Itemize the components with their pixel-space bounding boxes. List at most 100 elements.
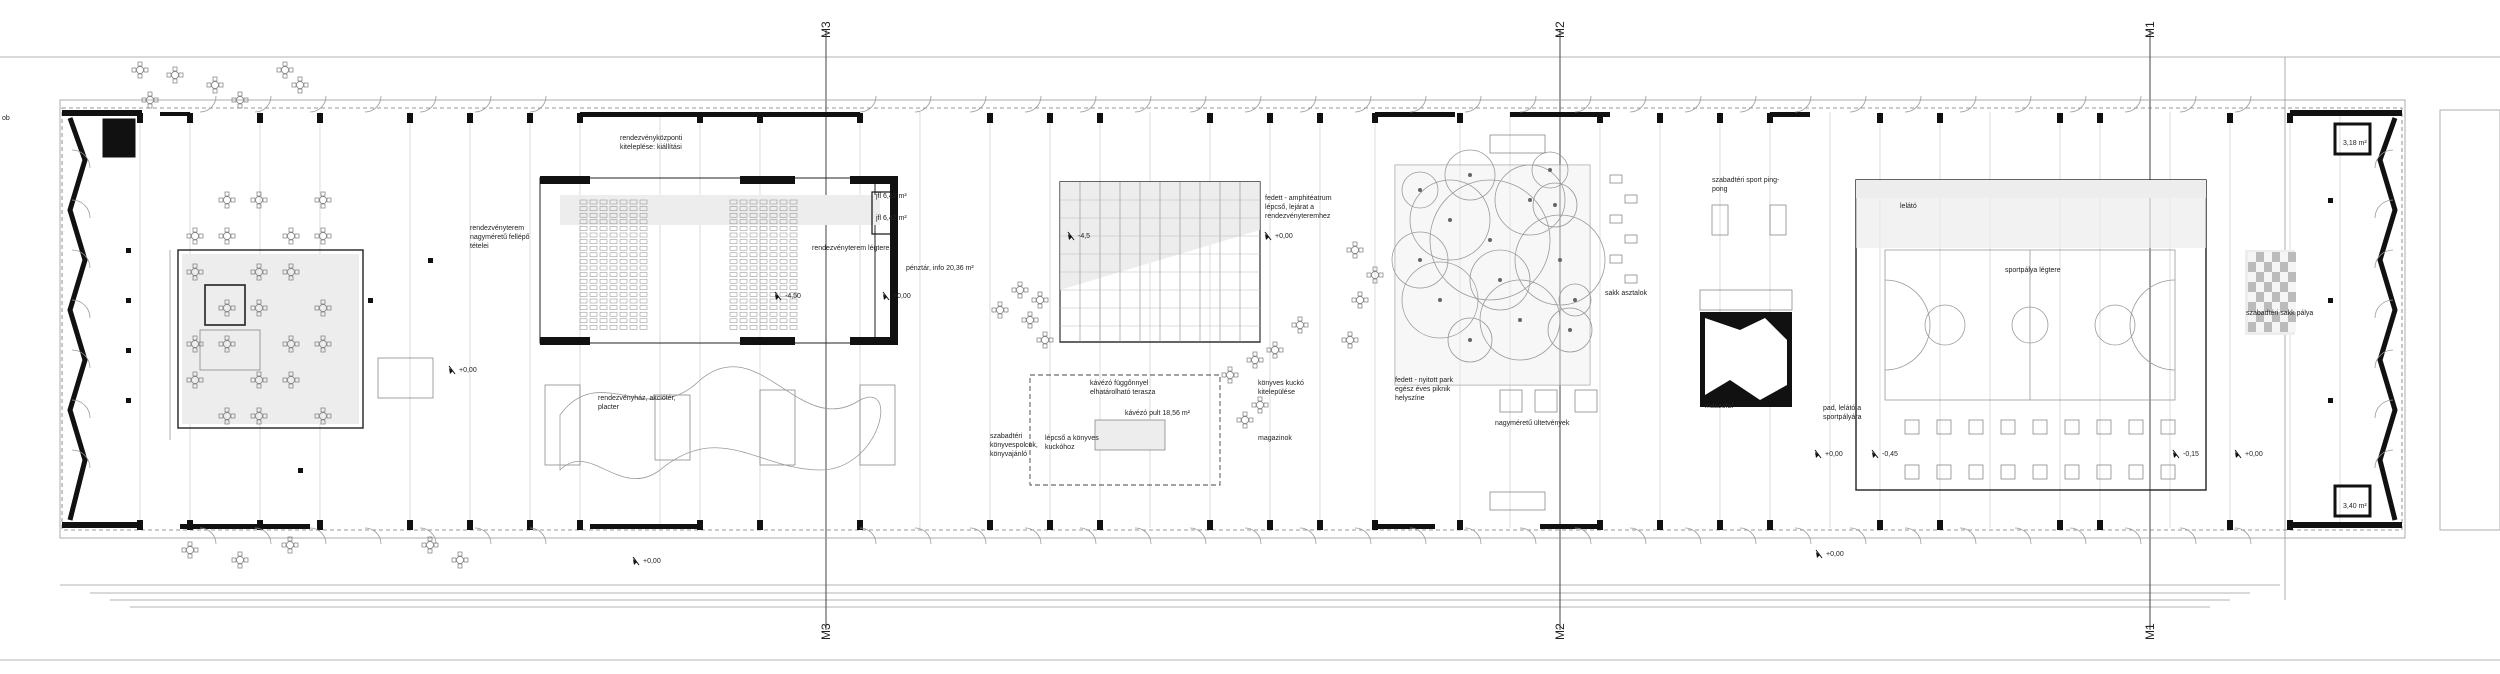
seat: [739, 292, 748, 297]
column-post: [2227, 520, 2233, 530]
table-set: [291, 76, 309, 94]
seat: [599, 278, 608, 284]
seat: [629, 318, 638, 324]
chess-square: [2256, 272, 2264, 282]
seat: [759, 278, 768, 284]
seat: [589, 245, 598, 251]
seat: [759, 245, 768, 251]
column-post: [2057, 520, 2063, 530]
tree-canopy: [1531, 151, 1569, 189]
seat: [729, 226, 738, 231]
chess-table: [1609, 214, 1623, 224]
table-set: [281, 536, 299, 554]
seat: [619, 318, 628, 324]
seat: [739, 206, 748, 211]
chess-table: [1609, 174, 1623, 184]
chess-square: [2280, 272, 2288, 282]
seat: [789, 278, 798, 284]
seat: [769, 311, 778, 317]
door-swing: [364, 95, 382, 113]
column-post: [987, 113, 993, 123]
seat: [609, 305, 618, 310]
table-set: [314, 227, 332, 245]
door-swing: [1904, 95, 1922, 113]
seat: [609, 239, 618, 244]
label-ticket-info: pénztár, info 20,36 m²: [906, 265, 974, 272]
column-post: [697, 113, 703, 123]
seat: [639, 245, 648, 251]
seat: [769, 199, 778, 205]
bench: [2096, 419, 2112, 435]
table-set: [250, 299, 268, 317]
label-event-small-1: jfl 6,42 m²: [875, 193, 907, 200]
seat: [779, 298, 788, 304]
chess-square: [2248, 322, 2256, 332]
seat: [579, 239, 588, 244]
seat: [729, 259, 738, 264]
seat: [599, 219, 608, 225]
seat: [629, 325, 638, 330]
seat: [739, 285, 748, 291]
label-large-trees: nagyméretű ültetvények: [1495, 420, 1570, 427]
column-post: [1317, 520, 1323, 530]
column-post: [1597, 520, 1603, 530]
seat: [779, 278, 788, 284]
seat: [609, 325, 618, 330]
svg-text:-0,15: -0,15: [2183, 451, 2199, 458]
table-set: [1351, 291, 1369, 309]
chess-square: [2272, 292, 2280, 302]
door-swing: [2374, 449, 2394, 469]
tree-trunk: [1573, 298, 1577, 302]
seat: [599, 239, 608, 244]
seat: [639, 285, 648, 291]
seat: [749, 259, 758, 264]
seat: [789, 206, 798, 211]
chess-square: [2264, 282, 2272, 292]
seat: [579, 199, 588, 205]
seat: [769, 239, 778, 244]
door-swing: [1024, 527, 1042, 545]
table-set: [186, 335, 204, 353]
seat: [609, 252, 618, 258]
svg-text:+0,00: +0,00: [1825, 451, 1843, 458]
column-post: [407, 520, 413, 530]
tree-canopy: [1494, 164, 1566, 236]
chess-square: [2272, 322, 2280, 332]
seat: [759, 285, 768, 291]
seat: [619, 325, 628, 330]
seat: [759, 219, 768, 225]
bench: [2064, 419, 2080, 435]
chess-square: [2280, 322, 2288, 332]
axis-label-m1-top: M1: [2143, 21, 2157, 38]
door-swing: [2014, 527, 2032, 545]
seat: [789, 199, 798, 205]
table-set: [250, 263, 268, 281]
door-swing: [1629, 527, 1647, 545]
chess-square: [2256, 312, 2264, 322]
seat: [589, 298, 598, 304]
door-swing: [474, 95, 492, 113]
column-post: [1267, 520, 1273, 530]
seat: [589, 239, 598, 244]
seat: [759, 305, 768, 310]
seat: [629, 259, 638, 264]
tree-canopy: [1409, 179, 1491, 261]
door-swing: [1629, 95, 1647, 113]
bench: [2000, 419, 2016, 435]
left-block: [169, 249, 434, 440]
seat: [579, 292, 588, 297]
seat: [629, 239, 638, 244]
seat: [779, 219, 788, 225]
door-swing: [71, 249, 91, 269]
door-swing: [969, 95, 987, 113]
seat: [759, 311, 768, 317]
seat: [789, 325, 798, 330]
seat: [789, 272, 798, 277]
seat: [739, 278, 748, 284]
seat: [609, 318, 618, 324]
seat: [729, 206, 738, 211]
seat: [789, 232, 798, 238]
column-post: [2097, 520, 2103, 530]
